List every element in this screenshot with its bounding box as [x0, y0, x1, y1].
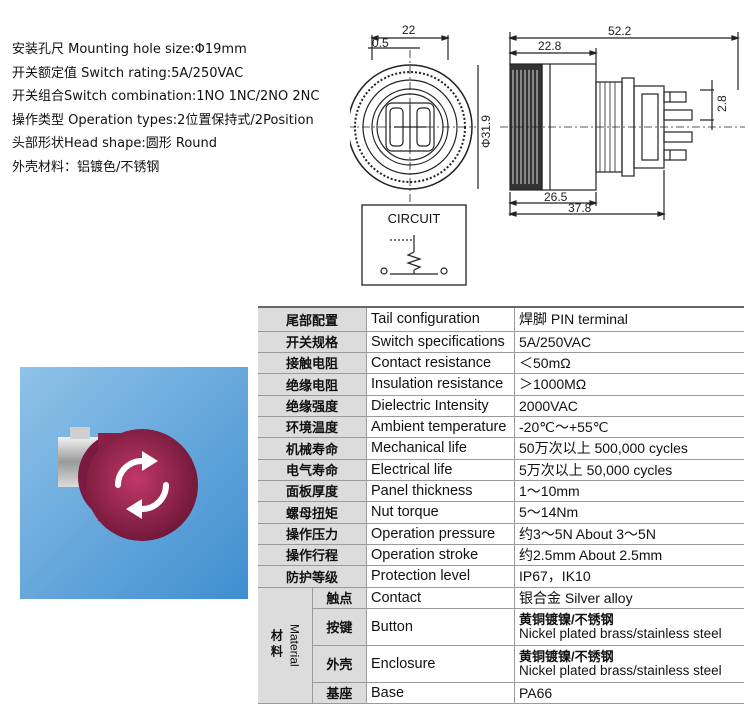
- product-photo: [20, 367, 248, 599]
- spec-line-operation-types: 操作类型 Operation types:2位置保持式/2Position: [12, 112, 314, 128]
- table-row: 防护等级 Protection level IP67，IK10: [258, 565, 744, 588]
- spec-table: 尾部配置 Tail configuration 焊脚 PIN terminal …: [258, 306, 744, 704]
- row-label-cn: 面板厚度: [258, 480, 367, 502]
- material-label-cn: 材料: [269, 629, 284, 661]
- row-label-en: Electrical life: [366, 459, 515, 481]
- row-label-en: Panel thickness: [366, 480, 515, 502]
- row-label-cn: 操作压力: [258, 523, 367, 545]
- table-row: 面板厚度 Panel thickness 1～10mm: [258, 480, 744, 502]
- row-label-en: Protection level: [366, 565, 515, 588]
- row-value: ＜50mΩ: [514, 352, 744, 374]
- row-label-cn: 开关规格: [258, 331, 367, 353]
- row-value: 50万次以上 500,000 cycles: [514, 437, 744, 460]
- row-label-en: Insulation resistance: [366, 373, 515, 396]
- row-label-en: Tail configuration: [366, 306, 515, 332]
- circuit-label: CIRCUIT: [388, 211, 441, 226]
- dim-side-bottom-1: 26.5: [544, 190, 568, 204]
- row-value: 黄铜镀镍/不锈钢 Nickel plated brass/stainless s…: [514, 608, 744, 646]
- row-label-cn: 螺母扭矩: [258, 501, 367, 524]
- row-label-en: Operation stroke: [366, 544, 515, 566]
- table-row: 接触电阻 Contact resistance ＜50mΩ: [258, 352, 744, 374]
- table-row: 基座 Base PA66: [258, 682, 744, 704]
- row-label-cn: 机械寿命: [258, 437, 367, 460]
- table-row: 绝缘电阻 Insulation resistance ＞1000MΩ: [258, 373, 744, 396]
- dim-front-diameter: Φ31.9: [479, 115, 493, 148]
- row-value: 约3～5N About 3～5N: [514, 523, 744, 545]
- front-view-drawing: [350, 35, 479, 205]
- table-row: 环境温度 Ambient temperature -20℃～+55℃: [258, 416, 744, 438]
- row-label-en: Switch specifications: [366, 331, 515, 353]
- row-value-cn: 黄铜镀镍/不锈钢: [519, 611, 614, 627]
- row-label-en: Nut torque: [366, 501, 515, 524]
- row-label-cn: 外壳: [312, 645, 368, 683]
- row-value: 5万次以上 50,000 cycles: [514, 459, 744, 481]
- spec-line-head-shape: 头部形状Head shape:圆形 Round: [12, 136, 217, 151]
- table-row: 尾部配置 Tail configuration 焊脚 PIN terminal: [258, 306, 744, 332]
- row-label-cn: 触点: [312, 587, 368, 609]
- row-label-cn: 防护等级: [258, 565, 367, 588]
- table-row: 材料 Material 触点 Contact 银合金 Silver alloy: [258, 587, 744, 704]
- material-group-label: 材料 Material: [258, 587, 313, 704]
- row-label-cn: 环境温度: [258, 416, 367, 438]
- table-row: 机械寿命 Mechanical life 50万次以上 500,000 cycl…: [258, 437, 744, 460]
- side-view-drawing: [500, 32, 745, 220]
- row-label-cn: 电气寿命: [258, 459, 367, 481]
- row-value: -20℃～+55℃: [514, 416, 744, 438]
- dim-side-bottom-2: 37.8: [568, 201, 592, 215]
- row-label-en: Mechanical life: [366, 437, 515, 460]
- row-label-en: Dielectric Intensity: [366, 395, 515, 417]
- dim-front-width: 22: [402, 23, 416, 37]
- spec-line-mounting-hole: 安装孔尺 Mounting hole size:Φ19mm: [12, 42, 247, 57]
- row-label-cn: 基座: [312, 682, 368, 704]
- table-row: 外壳 Enclosure 黄铜镀镍/不锈钢 Nickel plated bras…: [258, 645, 744, 683]
- row-label-cn: 接触电阻: [258, 352, 367, 374]
- material-label-en: Material: [287, 623, 302, 667]
- spec-line-switch-rating: 开关额定值 Switch rating:5A/250VAC: [12, 65, 244, 81]
- table-row: 操作行程 Operation stroke 约2.5mm About 2.5mm: [258, 544, 744, 566]
- row-label-cn: 按键: [312, 608, 368, 646]
- dim-side-terminal: 2.8: [715, 95, 729, 112]
- row-label-cn: 操作行程: [258, 544, 367, 566]
- row-label-en: Contact: [366, 587, 515, 609]
- row-value: 银合金 Silver alloy: [514, 587, 744, 609]
- table-row: 按键 Button 黄铜镀镍/不锈钢 Nickel plated brass/s…: [258, 608, 744, 646]
- row-value: IP67，IK10: [514, 565, 744, 588]
- row-label-cn: 绝缘电阻: [258, 373, 367, 396]
- spec-summary: 安装孔尺 Mounting hole size:Φ19mm 开关额定值 Swit…: [12, 38, 357, 179]
- table-row: 电气寿命 Electrical life 5万次以上 50,000 cycles: [258, 459, 744, 481]
- row-value: 黄铜镀镍/不锈钢 Nickel plated brass/stainless s…: [514, 645, 744, 683]
- dimension-drawing: 22 0.5 Φ31.9: [350, 23, 745, 286]
- row-value: 约2.5mm About 2.5mm: [514, 544, 744, 566]
- row-value-cn: 黄铜镀镍/不锈钢: [519, 648, 614, 664]
- row-label-en: Ambient temperature: [366, 416, 515, 438]
- row-label-en: Button: [366, 608, 515, 646]
- dim-side-total: 52.2: [608, 24, 632, 38]
- row-value: 焊脚 PIN terminal: [514, 306, 744, 332]
- row-label-en: Base: [366, 682, 515, 704]
- dim-side-head: 22.8: [538, 39, 562, 53]
- row-value: 2000VAC: [514, 395, 744, 417]
- spec-line-switch-combination: 开关组合Switch combination:1NO 1NC/2NO 2NC: [12, 89, 320, 104]
- row-value: 5A/250VAC: [514, 331, 744, 353]
- table-row: 操作压力 Operation pressure 约3～5N About 3～5N: [258, 523, 744, 545]
- dim-front-offset: 0.5: [372, 36, 389, 50]
- spec-line-housing-material: 外壳材料：铝镀色/不锈钢: [12, 159, 160, 175]
- row-value: 1～10mm: [514, 480, 744, 502]
- row-value-en: Nickel plated brass/stainless steel: [519, 662, 722, 678]
- row-label-en: Enclosure: [366, 645, 515, 683]
- row-value: ＞1000MΩ: [514, 373, 744, 396]
- row-label-en: Contact resistance: [366, 352, 515, 374]
- row-label-en: Operation pressure: [366, 523, 515, 545]
- circuit-diagram: CIRCUIT: [361, 204, 467, 286]
- row-label-cn: 绝缘强度: [258, 395, 367, 417]
- row-value: 5～14Nm: [514, 501, 744, 524]
- table-row: 开关规格 Switch specifications 5A/250VAC: [258, 331, 744, 353]
- row-value: PA66: [514, 682, 744, 704]
- table-row: 绝缘强度 Dielectric Intensity 2000VAC: [258, 395, 744, 417]
- row-value-en: Nickel plated brass/stainless steel: [519, 625, 722, 641]
- row-label-cn: 尾部配置: [258, 306, 367, 332]
- table-row: 螺母扭矩 Nut torque 5～14Nm: [258, 501, 744, 524]
